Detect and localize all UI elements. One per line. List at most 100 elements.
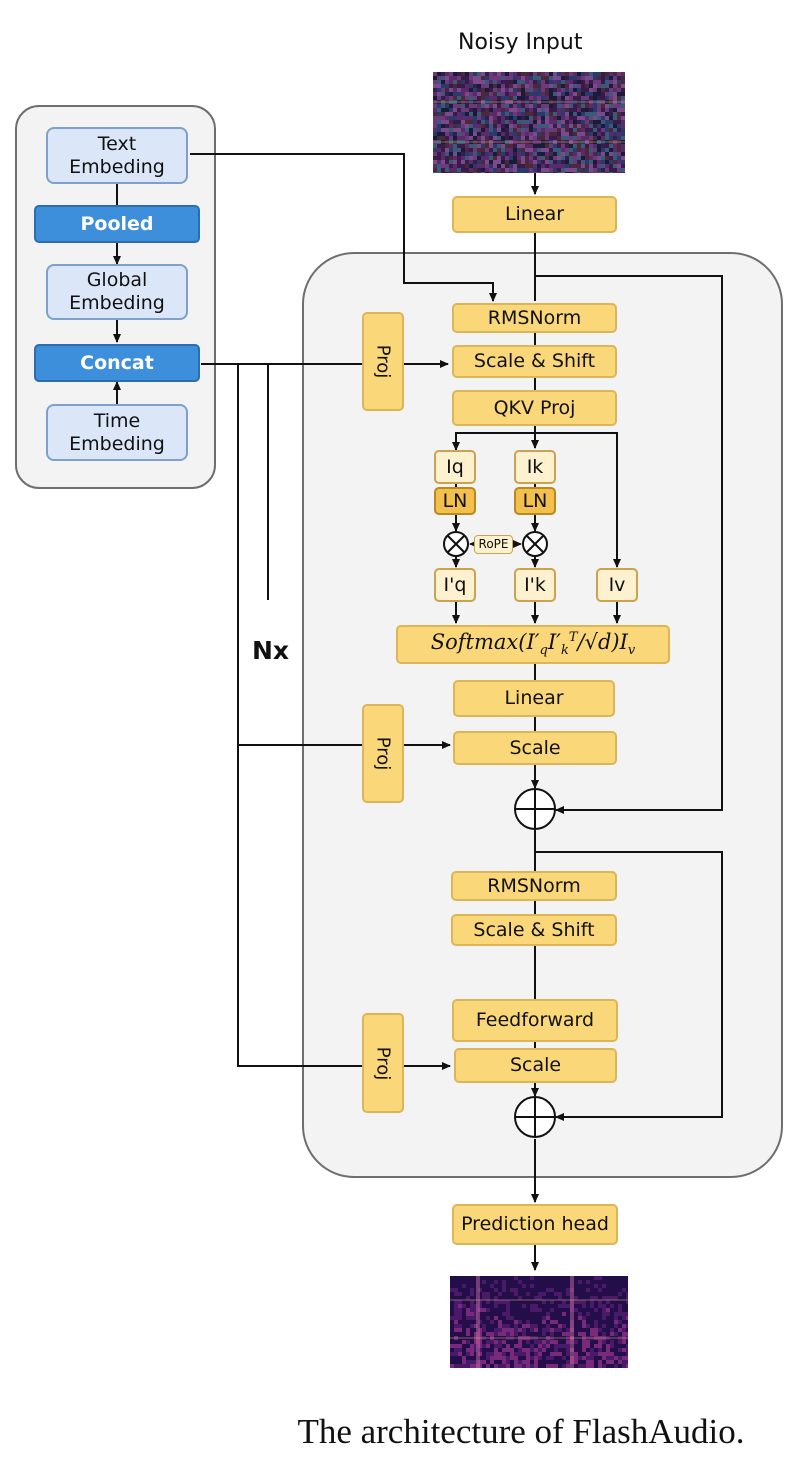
clean-pixel [546, 1308, 550, 1312]
clean-pixel [494, 1328, 498, 1332]
noise-pixel [497, 108, 501, 112]
noise-pixel [577, 80, 581, 84]
noise-pixel [525, 132, 529, 136]
noise-pixel [581, 148, 585, 152]
clean-pixel [606, 1332, 610, 1336]
clean-pixel [466, 1300, 470, 1304]
attention-formula: Softmax(I′qI′kT/√d)Iv [430, 630, 636, 659]
proj-label-3: Proj [372, 1046, 394, 1080]
clean-pixel [526, 1312, 530, 1316]
clean-pixel [546, 1340, 550, 1344]
noise-pixel [589, 72, 593, 76]
noise-pixel [577, 164, 581, 168]
noise-pixel [497, 128, 501, 132]
clean-pixel [482, 1356, 486, 1360]
clean-pixel [534, 1300, 538, 1304]
noise-pixel [565, 112, 569, 116]
noise-pixel [489, 152, 493, 156]
noise-pixel [517, 160, 521, 164]
clean-pixel [506, 1344, 510, 1348]
noise-pixel [605, 108, 609, 112]
noise-pixel [549, 108, 553, 112]
clean-pixel [514, 1280, 518, 1284]
clean-pixel [586, 1320, 590, 1324]
clean-pixel [578, 1340, 582, 1344]
noise-pixel [525, 108, 529, 112]
noise-pixel [593, 172, 597, 173]
clean-pixel [466, 1304, 470, 1308]
clean-pixel [466, 1292, 470, 1296]
noise-pixel [557, 136, 561, 140]
noise-pixel [573, 76, 577, 80]
noise-pixel [525, 116, 529, 120]
noise-pixel [549, 116, 553, 120]
clean-pixel [550, 1328, 554, 1332]
noise-pixel [525, 104, 529, 108]
clean-pixel [626, 1308, 628, 1312]
clean-pixel [506, 1280, 510, 1284]
clean-pixel [602, 1364, 606, 1368]
noise-pixel [609, 112, 613, 116]
clean-pixel [598, 1364, 602, 1368]
clean-pixel [482, 1348, 486, 1352]
clean-pixel [510, 1360, 514, 1364]
clean-pixel [598, 1300, 602, 1304]
clean-pattern [450, 1276, 628, 1368]
clean-pixel [602, 1348, 606, 1352]
iq-prime-box: I'q [434, 568, 476, 602]
noise-pixel [517, 172, 521, 173]
noise-pixel [505, 76, 509, 80]
noise-pixel [489, 96, 493, 100]
noise-pixel [609, 120, 613, 124]
clean-pixel [498, 1292, 502, 1296]
noise-pixel [585, 124, 589, 128]
noise-pixel [521, 84, 525, 88]
noise-pixel [501, 80, 505, 84]
noise-pixel [581, 156, 585, 160]
noise-pixel [437, 144, 441, 148]
clean-pixel [490, 1328, 494, 1332]
noise-pixel [473, 120, 477, 124]
noise-pixel [597, 84, 601, 88]
clean-pixel [522, 1352, 526, 1356]
noise-pixel [577, 128, 581, 132]
pooled-label: Pooled [80, 212, 154, 235]
noise-pixel [553, 92, 557, 96]
clean-pixel [538, 1300, 542, 1304]
clean-pixel [566, 1284, 570, 1288]
clean-pixel [550, 1300, 554, 1304]
noise-pixel [581, 164, 585, 168]
clean-pixel [498, 1320, 502, 1324]
noise-pixel [621, 84, 625, 88]
clean-pixel [482, 1312, 486, 1316]
noise-pixel [457, 112, 461, 116]
noise-pixel [453, 72, 457, 76]
clean-pixel [618, 1348, 622, 1352]
noise-pixel [573, 152, 577, 156]
clean-band [476, 1276, 480, 1368]
noise-pixel [597, 136, 601, 140]
clean-pixel [582, 1288, 586, 1292]
clean-pixel [578, 1356, 582, 1360]
noise-pixel [449, 152, 453, 156]
noise-pixel [481, 104, 485, 108]
noise-pixel [437, 72, 441, 76]
noise-pixel [569, 80, 573, 84]
clean-pixel [494, 1304, 498, 1308]
noise-pixel [537, 156, 541, 160]
clean-pixel [486, 1332, 490, 1336]
noise-pixel [453, 92, 457, 96]
noise-pixel [525, 164, 529, 168]
clean-pixel [470, 1348, 474, 1352]
noise-pixel [465, 136, 469, 140]
noise-pixel [441, 168, 445, 172]
clean-pixel [514, 1312, 518, 1316]
noise-pixel [449, 72, 453, 76]
clean-pixel [626, 1324, 628, 1328]
clean-pixel [518, 1356, 522, 1360]
clean-pixel [454, 1364, 458, 1368]
noise-pixel [521, 104, 525, 108]
clean-pixel [586, 1280, 590, 1284]
noise-pixel [557, 108, 561, 112]
noise-pixel [461, 164, 465, 168]
